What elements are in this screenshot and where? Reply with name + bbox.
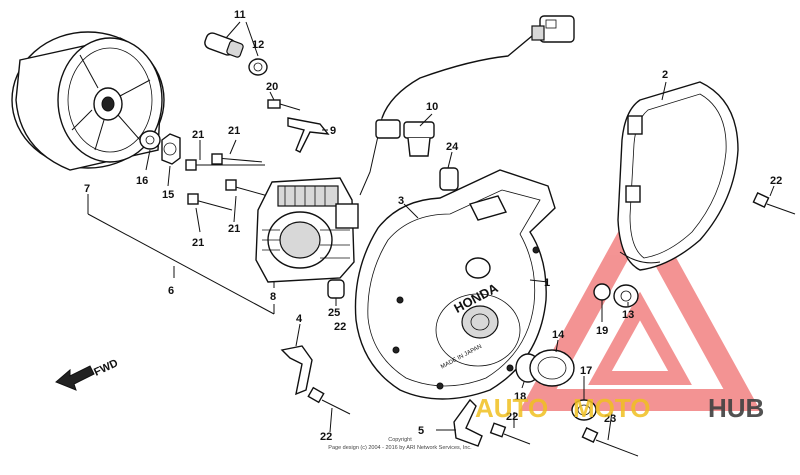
callout-label: 15 (162, 189, 174, 201)
stator-bolt (187, 193, 233, 211)
guide-bracket (453, 398, 483, 447)
watermark-triangle-inner (588, 291, 692, 385)
callout-label: 24 (446, 141, 459, 153)
stator-bolt (185, 159, 265, 171)
fwd-arrow-icon: FWD (55, 357, 120, 391)
watermark-text: AUTO MOTO HUB (475, 393, 764, 423)
oil-seal (571, 399, 597, 421)
callout-label: 16 (136, 175, 148, 187)
callout-label: 20 (266, 81, 278, 93)
watermark-part-hub: HUB (708, 393, 764, 423)
pulse-generator-plug (204, 32, 244, 58)
callout-label: 22 (320, 431, 332, 443)
stator-bolt (225, 179, 269, 197)
callout-label: 8 (270, 291, 276, 303)
flywheel-rotor (11, 31, 165, 171)
flange-nut (161, 133, 181, 165)
callout-label: 7 (84, 183, 90, 195)
hole-cap (613, 284, 639, 308)
callout-label: 9 (330, 125, 336, 137)
callout-label: 4 (296, 313, 303, 325)
callout-label: 5 (418, 425, 424, 437)
stator-assembly (255, 177, 359, 283)
callout-label: 21 (192, 129, 204, 141)
cover-bolt-long (581, 427, 639, 457)
callout-label: 12 (252, 39, 264, 51)
wire-bracket (280, 345, 313, 396)
callout-label: 18 (514, 391, 526, 403)
callout-label: 2 (662, 69, 668, 81)
watermark-part-auto: AUTO (475, 393, 548, 423)
callout-label: 11 (234, 9, 246, 21)
watermark-triangle-outer (519, 192, 761, 411)
cover-bolt (489, 422, 531, 445)
callout-label: 10 (426, 101, 438, 113)
callout-label: 22 (506, 411, 518, 423)
dowel-pin (327, 279, 345, 299)
callout-label: 13 (622, 309, 634, 321)
crankshaft-hole-cap (529, 349, 575, 387)
watermark-logo (519, 192, 761, 411)
washer (139, 130, 161, 150)
cover-bolt (307, 386, 351, 415)
callout-label: 22 (334, 321, 346, 333)
callout-label: 14 (552, 329, 565, 341)
callout-label: 25 (328, 307, 340, 319)
callout-label: 23 (604, 413, 616, 425)
stator-bolt (211, 153, 262, 165)
dowel-pin (439, 167, 459, 191)
fwd-label: FWD (92, 357, 120, 378)
copyright-line-1: Copyright (388, 437, 412, 443)
copyright-line-2: Page design (c) 2004 - 2016 by ARI Netwo… (328, 445, 472, 451)
callout-label: 22 (770, 175, 782, 187)
wire-harness (359, 15, 575, 196)
outer-cover (617, 81, 739, 271)
screw (267, 99, 301, 111)
callout-label: 6 (168, 285, 174, 297)
callout-label: 3 (398, 195, 404, 207)
leader-lines (87, 21, 775, 441)
grommet-cap (248, 58, 268, 76)
callout-label: 21 (228, 125, 240, 137)
callout-label: 17 (580, 365, 592, 377)
watermark-part-moto: MOTO (573, 393, 651, 423)
cover-bolt (752, 192, 796, 215)
callout-label: 1 (544, 277, 550, 289)
left-crankcase-cover: HONDA MADE IN JAPAN (354, 169, 556, 400)
wire-clamp (287, 117, 330, 153)
o-ring (593, 283, 611, 301)
callouts: 1 2 3 4 5 6 7 8 9 10 11 12 13 14 15 16 1… (84, 9, 782, 443)
callout-label: 21 (228, 223, 240, 235)
callout-label: 21 (192, 237, 204, 249)
callout-label: 19 (596, 325, 608, 337)
